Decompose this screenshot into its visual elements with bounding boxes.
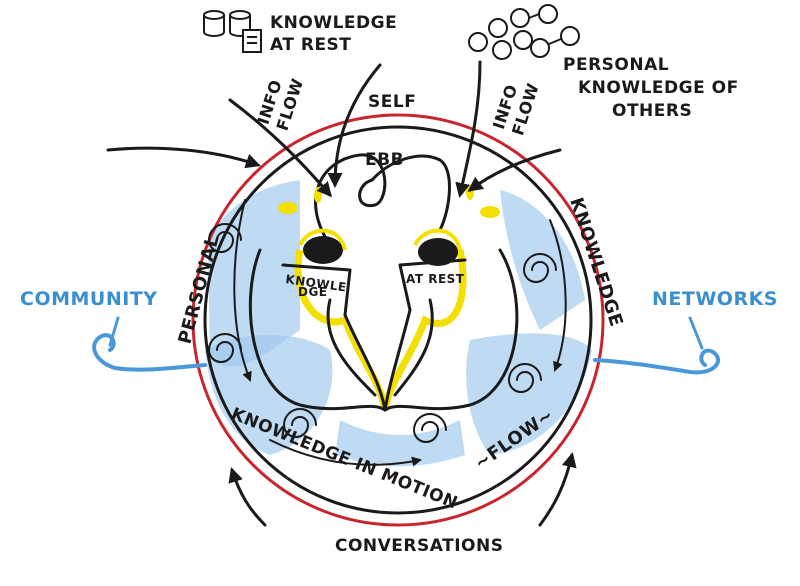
inner-at-rest-label: AT REST [406, 272, 465, 286]
knowledge-at-rest-title-2: AT REST [270, 35, 351, 55]
self-label: SELF [368, 92, 416, 112]
info-flow-arrows [106, 60, 562, 198]
networks-tendril [593, 316, 720, 375]
personal-knowledge-of-others-3: OTHERS [612, 101, 692, 121]
swirl-spirals [207, 199, 567, 467]
personal-knowledge-of-others-2: KNOWLEDGE OF [578, 78, 739, 98]
conversation-arrows [228, 452, 577, 527]
community-label: COMMUNITY [20, 288, 158, 310]
knowledge-circle [203, 125, 593, 515]
networks-label: NETWORKS [652, 288, 778, 310]
community-tendril [92, 316, 207, 372]
people-network-icon [468, 4, 580, 60]
funnel-eyes [278, 184, 500, 266]
outer-ring [191, 113, 605, 527]
inner-knowledge-label-2: DGE [298, 285, 328, 299]
database-stack-icon [203, 10, 251, 37]
document-icon [242, 29, 262, 53]
conversations-label: CONVERSATIONS [335, 536, 503, 556]
knowledge-at-rest-title-1: KNOWLEDGE [270, 13, 397, 33]
ebb-label: EBB [365, 150, 404, 170]
personal-knowledge-of-others-1: PERSONAL [563, 55, 669, 75]
